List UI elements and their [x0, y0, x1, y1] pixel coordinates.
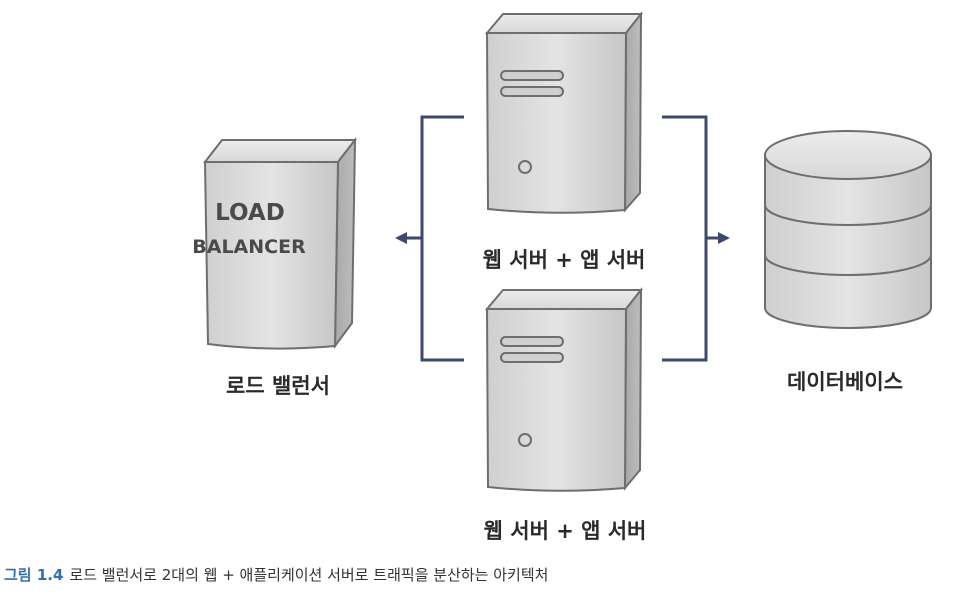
- load-balancer-label: 로드 밸런서: [226, 374, 330, 398]
- arrow-to-load-balancer-icon: [395, 232, 407, 244]
- web-server-bottom-icon: [484, 287, 644, 492]
- figure-number: 그림 1.4: [4, 566, 64, 584]
- web-server-top-icon: [484, 11, 644, 214]
- figure-caption: 그림 1.4 로드 밸런서로 2대의 웹 + 애플리케이션 서버로 트래픽을 분산…: [4, 564, 548, 585]
- database-icon: [764, 130, 932, 329]
- right-bracket: [662, 115, 722, 362]
- left-bracket: [402, 115, 464, 362]
- arrow-to-database-icon: [718, 232, 730, 244]
- load-balancer-box-text-line2: BALANCER: [192, 236, 306, 258]
- web-server-top-label: 웹 서버 + 앱 서버: [482, 248, 646, 272]
- caption-text: 로드 밸런서로 2대의 웹 + 애플리케이션 서버로 트래픽을 분산하는 아키텍…: [69, 566, 549, 584]
- web-server-bottom-label: 웹 서버 + 앱 서버: [483, 519, 647, 543]
- load-balancer-icon: LOAD BALANCER: [192, 137, 358, 350]
- database-label: 데이터베이스: [787, 370, 903, 394]
- load-balancer-box-text-line1: LOAD: [215, 200, 285, 226]
